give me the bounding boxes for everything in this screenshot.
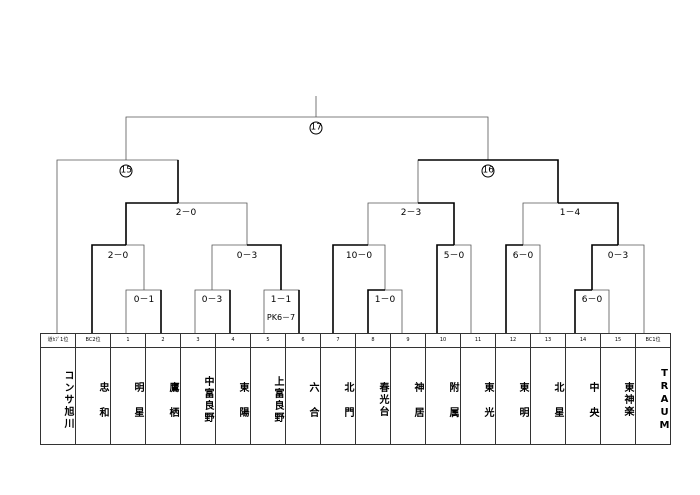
score-m4: 1－0 <box>372 295 398 306</box>
seed-cell: 1 <box>110 333 146 348</box>
team-name: 中富良野 <box>180 347 216 445</box>
score-r2f: 0－3 <box>605 251 631 262</box>
team-name: 春光台 <box>355 347 391 445</box>
seed-cell: 道ｶﾌﾞ1位 <box>40 333 76 348</box>
seed-row: 道ｶﾌﾞ1位 BC2位 1 2 3 4 5 6 7 8 9 10 11 12 1… <box>40 333 671 348</box>
match-16-label: 16 <box>481 164 495 178</box>
team-name: 北 星 <box>530 347 566 445</box>
team-name: TRAUM <box>635 347 671 445</box>
team-name: 神 居 <box>390 347 426 445</box>
seed-cell: 6 <box>285 333 321 348</box>
seed-cell: BC1位 <box>635 333 671 348</box>
seed-cell: 7 <box>320 333 356 348</box>
score-r3a: 2－0 <box>173 208 199 219</box>
score-m1: 0－1 <box>131 295 157 306</box>
score-m2: 0－3 <box>199 295 225 306</box>
score-r3c: 1－4 <box>557 208 583 219</box>
team-name: 東 明 <box>495 347 531 445</box>
team-name: 附 属 <box>425 347 461 445</box>
score-r2a: 2－0 <box>105 251 131 262</box>
team-name: 明 星 <box>110 347 146 445</box>
seed-cell: 2 <box>145 333 181 348</box>
score-m3: 1－1 <box>268 295 294 306</box>
team-name: 忠 和 <box>75 347 111 445</box>
seed-cell: 4 <box>215 333 251 348</box>
seed-cell: 15 <box>600 333 636 348</box>
team-name: 上富良野 <box>250 347 286 445</box>
seed-cell: 3 <box>180 333 216 348</box>
team-name: 東 陽 <box>215 347 251 445</box>
seed-cell: 9 <box>390 333 426 348</box>
team-name: 東神楽 <box>600 347 636 445</box>
score-r2c: 10－0 <box>343 251 375 262</box>
seed-cell: 8 <box>355 333 391 348</box>
seed-cell: 10 <box>425 333 461 348</box>
score-m3-pk: PK6－7 <box>266 313 296 322</box>
seed-cell: BC2位 <box>75 333 111 348</box>
score-r3b: 2－3 <box>398 208 424 219</box>
team-name-row: コンサ旭川 忠 和 明 星 鷹 栖 中富良野 東 陽 上富良野 六 合 北 門 … <box>40 347 671 445</box>
score-r2e: 6－0 <box>510 251 536 262</box>
team-name: 北 門 <box>320 347 356 445</box>
team-name: コンサ旭川 <box>40 347 76 445</box>
score-r2b: 0－3 <box>234 251 260 262</box>
score-m5: 6－0 <box>579 295 605 306</box>
match-17-label: 17 <box>309 121 323 135</box>
match-15-label: 15 <box>119 164 133 178</box>
team-table: 道ｶﾌﾞ1位 BC2位 1 2 3 4 5 6 7 8 9 10 11 12 1… <box>40 333 671 445</box>
team-name: 中 央 <box>565 347 601 445</box>
seed-cell: 13 <box>530 333 566 348</box>
team-name: 六 合 <box>285 347 321 445</box>
team-name: 鷹 栖 <box>145 347 181 445</box>
seed-cell: 5 <box>250 333 286 348</box>
score-r2d: 5－0 <box>441 251 467 262</box>
seed-cell: 11 <box>460 333 496 348</box>
seed-cell: 12 <box>495 333 531 348</box>
seed-cell: 14 <box>565 333 601 348</box>
team-name: 東 光 <box>460 347 496 445</box>
